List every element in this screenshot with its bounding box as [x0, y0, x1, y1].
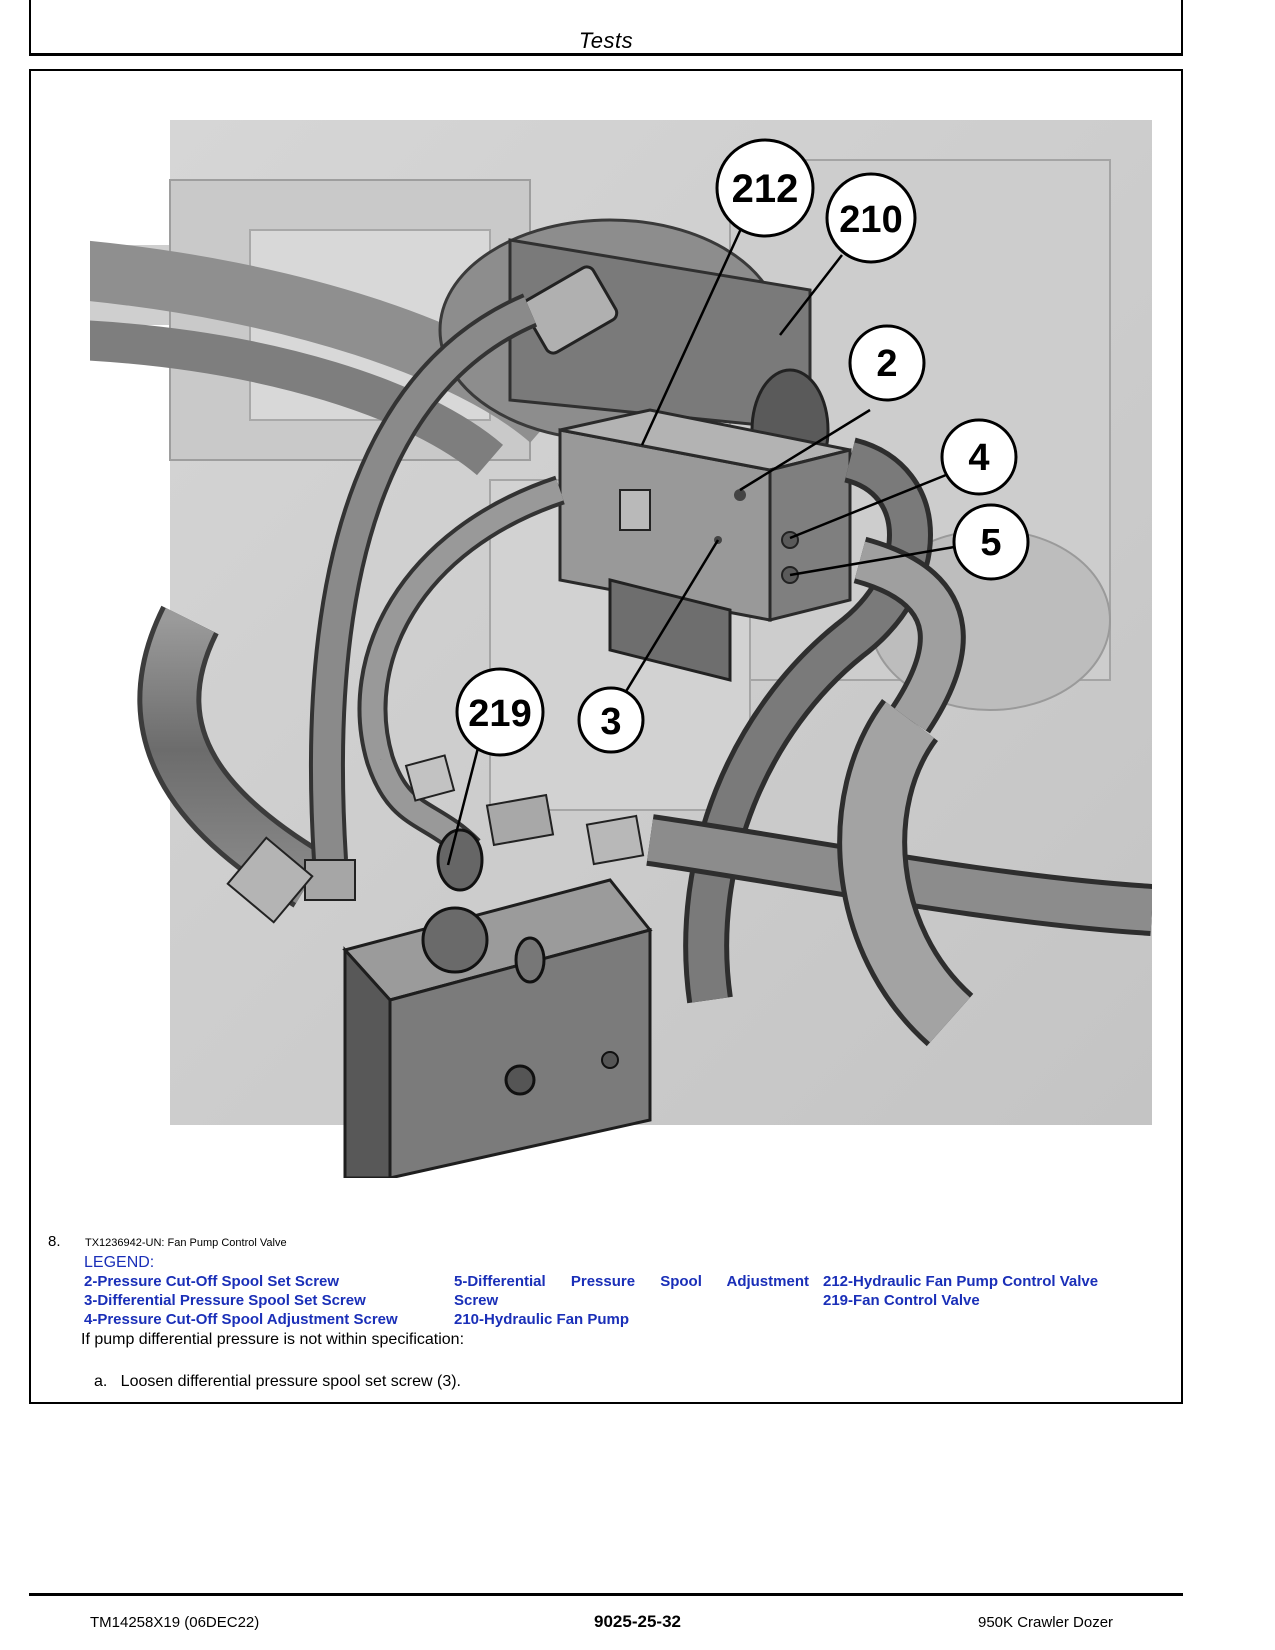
callout-2: 2 [876, 343, 897, 385]
legend-item-212: 212-Hydraulic Fan Pump Control Valve [823, 1273, 1099, 1290]
section-title: Tests [578, 28, 634, 53]
legend-item-3: 3-Differential Pressure Spool Set Screw [84, 1292, 366, 1309]
step-number: 8. [48, 1233, 61, 1250]
callout-5: 5 [980, 522, 1001, 564]
legend-item-219: 219-Fan Control Valve [823, 1292, 980, 1309]
footer-doc-id: TM14258X19 (06DEC22) [90, 1614, 260, 1631]
callout-212-circle [715, 138, 815, 238]
legend-item-5-cont: Screw [454, 1292, 499, 1309]
callout-219: 219 [468, 693, 531, 735]
page-header: Tests [29, 0, 1183, 56]
footer-rule [29, 1593, 1183, 1596]
callout-210: 210 [839, 199, 902, 241]
content-frame [29, 69, 1183, 1404]
callout-219-circle [455, 667, 545, 757]
callout-212: 212 [732, 167, 799, 211]
substep-a: a. Loosen differential pressure spool se… [94, 1373, 461, 1390]
figure-caption: TX1236942-UN: Fan Pump Control Valve [85, 1237, 287, 1249]
callout-4-circle [940, 418, 1018, 496]
callout-210-circle [825, 172, 917, 264]
instruction-text: If pump differential pressure is not wit… [81, 1331, 465, 1348]
callout-2-circle [848, 324, 926, 402]
legend-item-210: 210-Hydraulic Fan Pump [454, 1311, 630, 1328]
callout-3: 3 [600, 701, 621, 743]
legend-item-2: 2-Pressure Cut-Off Spool Set Screw [84, 1273, 340, 1290]
callout-3-circle [577, 686, 645, 754]
legend-item-4: 4-Pressure Cut-Off Spool Adjustment Scre… [84, 1311, 398, 1328]
legend-title: LEGEND: [84, 1254, 155, 1271]
callout-5-circle [952, 503, 1030, 581]
footer-page-number: 9025-25-32 [594, 1612, 681, 1631]
fan-pump-control-valve-illustration: 212 210 2 4 5 219 3 [90, 120, 1152, 1178]
legend-item-5: 5-Differential Pressure Spool Adjustment [454, 1273, 809, 1290]
callout-4: 4 [968, 437, 989, 479]
footer-product: 950K Crawler Dozer [978, 1614, 1114, 1631]
